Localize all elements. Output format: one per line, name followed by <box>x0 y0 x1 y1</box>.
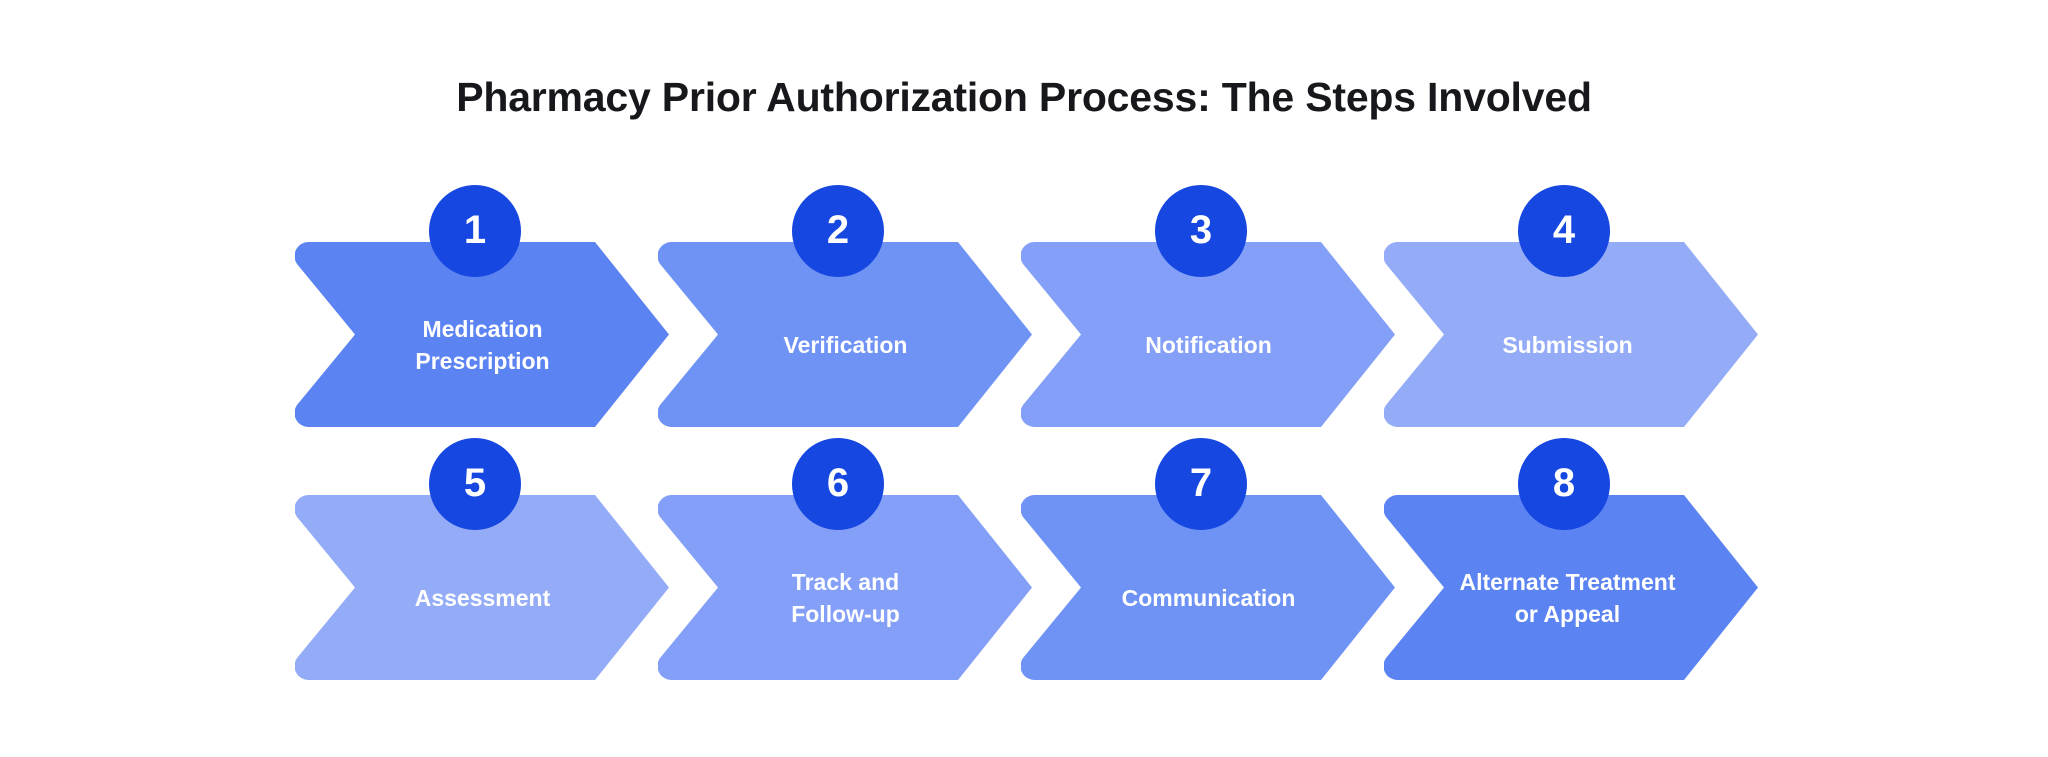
chevron-shape-icon <box>1384 242 1759 427</box>
chevron-shape-icon <box>1384 495 1759 680</box>
process-step-7[interactable]: 7 Communication <box>1021 438 1396 680</box>
step-number: 2 <box>826 208 850 252</box>
chevron-shape-icon <box>658 242 1033 427</box>
process-row-1: 1 Medication Prescription 2 Verification <box>295 185 1765 427</box>
step-label: Assessment <box>414 584 551 611</box>
process-step-2[interactable]: 2 Verification <box>658 185 1033 427</box>
chevron-shape-icon <box>1021 495 1396 680</box>
step-number-badge: 3 <box>1155 185 1247 277</box>
step-number: 1 <box>463 208 487 252</box>
step-label: Alternate Treatment or Appeal <box>1459 569 1676 627</box>
process-row-2: 5 Assessment 6 Track and Follow-up <box>295 438 1765 680</box>
step-number-badge: 4 <box>1518 185 1610 277</box>
step-number-badge: 1 <box>429 185 521 277</box>
process-step-3[interactable]: 3 Notification <box>1021 185 1396 427</box>
step-label: Verification <box>783 331 908 358</box>
step-number: 3 <box>1189 208 1213 252</box>
step-number-badge: 7 <box>1155 438 1247 530</box>
step-number: 6 <box>826 461 850 505</box>
chevron-shape-icon <box>658 495 1033 680</box>
step-number: 5 <box>463 461 487 505</box>
process-flow: 1 Medication Prescription 2 Verification <box>295 185 1765 685</box>
step-label: Notification <box>1145 331 1272 358</box>
step-number: 4 <box>1552 208 1576 252</box>
step-label: Medication Prescription <box>415 316 550 374</box>
step-number-badge: 6 <box>792 438 884 530</box>
process-step-5[interactable]: 5 Assessment <box>295 438 670 680</box>
step-number-badge: 5 <box>429 438 521 530</box>
chevron-shape-icon <box>295 242 670 427</box>
step-number: 8 <box>1552 461 1576 505</box>
step-label: Submission <box>1502 331 1633 358</box>
step-label: Communication <box>1121 584 1296 611</box>
page-title: Pharmacy Prior Authorization Process: Th… <box>456 74 1592 120</box>
chevron-shape-icon <box>295 495 670 680</box>
process-step-1[interactable]: 1 Medication Prescription <box>295 185 670 427</box>
step-number-badge: 2 <box>792 185 884 277</box>
step-label: Track and Follow-up <box>791 569 900 627</box>
process-step-6[interactable]: 6 Track and Follow-up <box>658 438 1033 680</box>
process-step-8[interactable]: 8 Alternate Treatment or Appeal <box>1384 438 1759 680</box>
process-step-4[interactable]: 4 Submission <box>1384 185 1759 427</box>
chevron-shape-icon <box>1021 242 1396 427</box>
step-number: 7 <box>1189 461 1213 505</box>
step-number-badge: 8 <box>1518 438 1610 530</box>
